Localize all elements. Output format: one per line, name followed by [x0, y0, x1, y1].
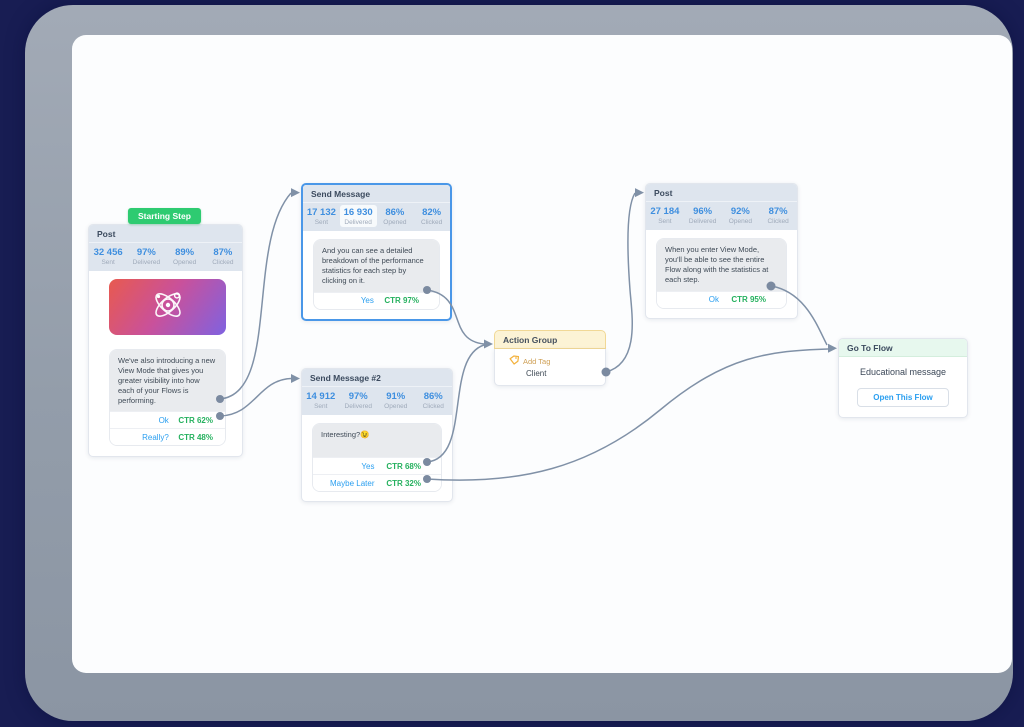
stat-opened[interactable]: 86% Opened: [383, 207, 407, 226]
open-this-flow-button[interactable]: Open This Flow: [857, 388, 949, 407]
arrowhead: [828, 343, 837, 353]
stat-delivered-selected[interactable]: 16 930 Delivered: [339, 205, 377, 227]
message-bubble[interactable]: Interesting?😉: [313, 424, 441, 457]
quick-reply-maybe-later[interactable]: Maybe Later CTR 32%: [313, 474, 441, 491]
node-title: Post: [646, 184, 797, 202]
arrowhead: [291, 374, 300, 383]
atom-icon: [146, 285, 190, 330]
stat-opened[interactable]: 89% Opened: [173, 247, 197, 266]
action-add-tag[interactable]: Add Tag: [509, 355, 597, 367]
target-flow-name: Educational message: [859, 367, 947, 377]
node-action-group[interactable]: Action Group Add Tag Client: [494, 330, 606, 386]
stat-opened[interactable]: 92% Opened: [728, 206, 752, 225]
node-title: Go To Flow: [839, 339, 967, 357]
stat-sent[interactable]: 17 132 Sent: [306, 207, 336, 226]
node-post-2[interactable]: Post 27 184 Sent 96% Delivered 92% Opene…: [645, 183, 798, 319]
stat-sent[interactable]: 14 912 Sent: [306, 391, 336, 410]
stat-sent[interactable]: 32 456 Sent: [93, 247, 123, 266]
node-title: Send Message #2: [302, 369, 452, 387]
stat-clicked[interactable]: 87% Clicked: [212, 247, 234, 266]
quick-reply-really[interactable]: Really? CTR 48%: [110, 428, 225, 446]
stat-clicked[interactable]: 82% Clicked: [420, 207, 443, 226]
action-tag-value: Client: [526, 369, 547, 378]
arrowhead: [484, 339, 493, 349]
stats-row: 14 912 Sent 97% Delivered 91% Opened 86%…: [302, 387, 452, 415]
connection-post-2-ok-to-go-to-flow[interactable]: [770, 285, 828, 346]
stat-delivered[interactable]: 96% Delivered: [688, 206, 717, 225]
node-title: Action Group: [494, 330, 606, 349]
stats-row: 27 184 Sent 96% Delivered 92% Opened 87%…: [646, 202, 797, 230]
message-bubble[interactable]: When you enter View Mode, you'll be able…: [657, 239, 786, 291]
connection-send-message-yes-to-action-group[interactable]: [426, 289, 485, 345]
stat-clicked[interactable]: 87% Clicked: [767, 206, 789, 225]
quick-reply-ok[interactable]: Ok CTR 62%: [110, 411, 225, 429]
stat-clicked[interactable]: 86% Clicked: [422, 391, 444, 410]
stats-row: 32 456 Sent 97% Delivered 89% Opened 87%…: [89, 243, 242, 271]
arrowhead: [635, 188, 644, 198]
connection-start-ok-to-send-message[interactable]: [219, 192, 292, 400]
stat-opened[interactable]: 91% Opened: [384, 391, 408, 410]
connection-send-message-2-yes-to-action-group[interactable]: [426, 344, 485, 463]
quick-reply-yes[interactable]: Yes CTR 97%: [314, 291, 439, 309]
connection-action-group-to-post-2[interactable]: [605, 192, 636, 373]
tag-icon: [509, 355, 520, 367]
node-send-message-2[interactable]: Send Message #2 14 912 Sent 97% Delivere…: [301, 368, 453, 502]
stats-row: 17 132 Sent 16 930 Delivered 86% Opened …: [303, 203, 450, 231]
node-title: Send Message: [303, 185, 450, 203]
starting-step-badge: Starting Step: [128, 208, 201, 224]
message-image-card[interactable]: [109, 279, 226, 335]
stat-sent[interactable]: 27 184 Sent: [650, 206, 680, 225]
message-bubble[interactable]: We've also introducing a new View Mode t…: [110, 350, 225, 412]
arrowhead: [291, 188, 300, 198]
connection-maybe-later-to-go-to-flow[interactable]: [426, 348, 829, 481]
stat-delivered[interactable]: 97% Delivered: [344, 391, 372, 410]
node-title: Post: [89, 225, 242, 243]
node-post-start[interactable]: Starting Step Post 32 456 Sent 97% Deliv…: [88, 208, 243, 458]
stat-delivered[interactable]: 97% Delivered: [132, 247, 161, 266]
quick-reply-ok[interactable]: Ok CTR 95%: [657, 290, 786, 308]
connection-start-really-to-send-message-2[interactable]: [219, 377, 292, 417]
node-go-to-flow[interactable]: Go To Flow Educational message Open This…: [838, 338, 968, 418]
node-send-message[interactable]: Send Message 17 132 Sent 16 930 Delivere…: [301, 183, 452, 321]
quick-reply-yes[interactable]: Yes CTR 68%: [313, 457, 441, 474]
message-bubble[interactable]: And you can see a detailed breakdown of …: [314, 240, 439, 292]
